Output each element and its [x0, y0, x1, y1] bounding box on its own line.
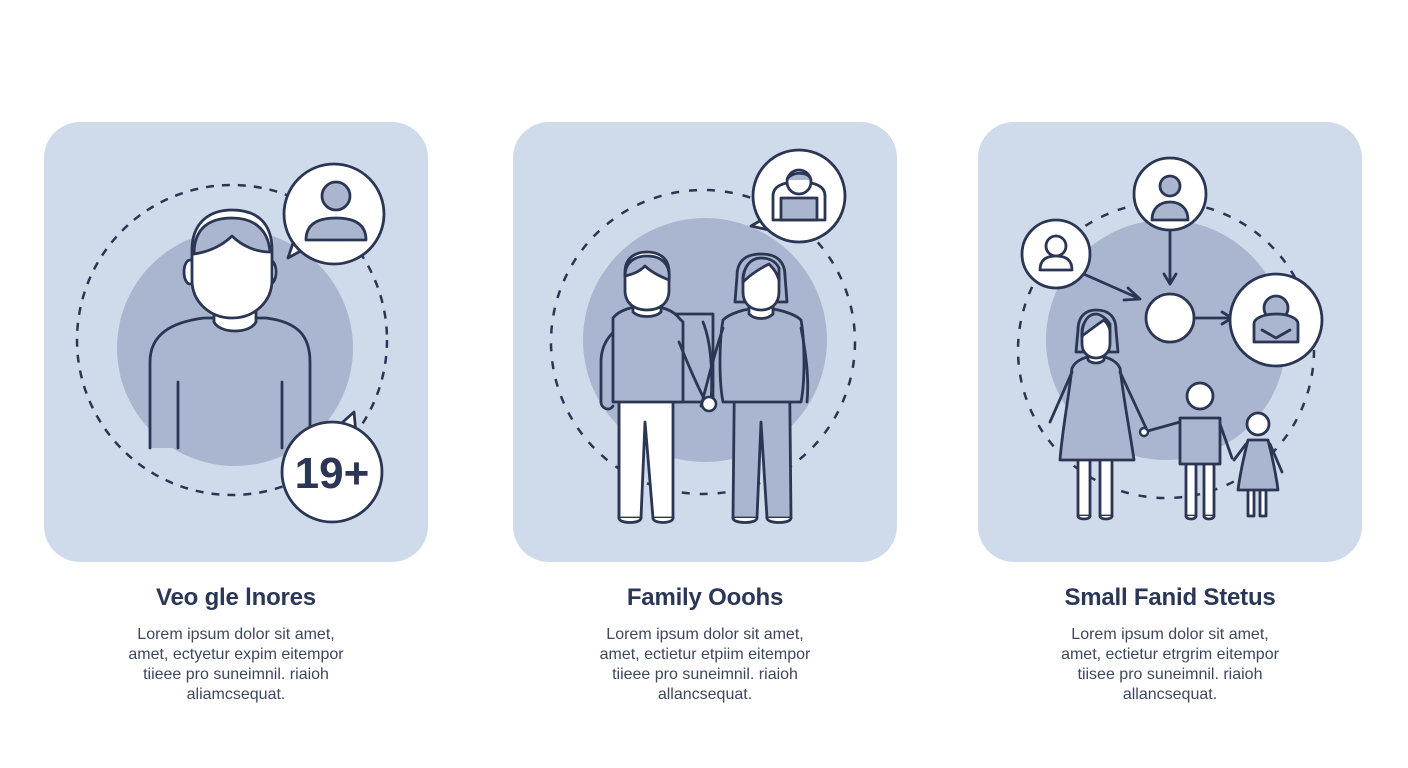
couple-illustration — [549, 148, 857, 524]
user-speech-bubble-icon — [282, 162, 386, 266]
card-illustration-panel — [978, 122, 1362, 562]
description-line: tiieee pro suneimnil. riaioh — [612, 666, 798, 683]
description-line: amet, ectietur etpiim eitempor — [599, 646, 811, 663]
description-line: tiisee pro suneimnil. riaioh — [1077, 666, 1263, 683]
description-line: amet, ectietur etrgrim eitempor — [1061, 646, 1279, 663]
family-network-illustration — [1016, 156, 1324, 521]
description-line: tiieee pro suneimnil. riaioh — [143, 666, 329, 683]
card-title: Small Fanid Stetus — [1064, 584, 1276, 611]
dashed-ring — [75, 183, 389, 497]
card-description: Lorem ipsum dolor sit amet, amet, ectiet… — [513, 625, 897, 705]
joined-hands-icon — [700, 395, 718, 413]
age-19-plus-bubble-icon: 19+ — [280, 410, 384, 524]
card-description: Lorem ipsum dolor sit amet, amet, ectiet… — [978, 625, 1362, 705]
man-figure-icon — [599, 250, 715, 524]
woman-figure-icon — [699, 252, 810, 524]
card-title: Veo gle lnores — [156, 584, 316, 611]
dashed-ring — [1016, 200, 1316, 500]
holding-hands-icon — [1138, 426, 1150, 438]
description-line: Lorem ipsum dolor sit amet, — [137, 626, 335, 643]
description-line: amet, ectyetur expim eitempor — [128, 646, 344, 663]
user-speech-bubble-icon — [749, 148, 847, 244]
card-illustration-panel — [513, 122, 897, 562]
card-description: Lorem ipsum dolor sit amet, amet, ectyet… — [44, 625, 428, 705]
description-line: aliamcsequat. — [186, 686, 286, 703]
dashed-ring — [549, 188, 857, 496]
card-illustration-panel: 19+ — [44, 122, 428, 562]
description-line: allancsequat. — [657, 686, 753, 703]
user-network-diagram-icon — [1020, 156, 1324, 368]
card-small-family-status: Small Fanid Stetus Lorem ipsum dolor sit… — [978, 0, 1362, 768]
description-line: Lorem ipsum dolor sit amet, — [1071, 626, 1269, 643]
card-title: Family Ooohs — [626, 584, 784, 611]
age-badge-text: 19+ — [295, 449, 370, 498]
family-with-children-icon — [1048, 308, 1284, 521]
adult-illustration: 19+ — [75, 162, 389, 524]
description-line: allancsequat. — [1122, 686, 1218, 703]
adult-person-icon — [148, 208, 312, 450]
description-line: Lorem ipsum dolor sit amet, — [606, 626, 804, 643]
card-adult-status: 19+ Veo gle lnores Lorem ipsum dolor sit… — [44, 0, 428, 768]
card-family-status: Family Ooohs Lorem ipsum dolor sit amet,… — [513, 0, 897, 768]
